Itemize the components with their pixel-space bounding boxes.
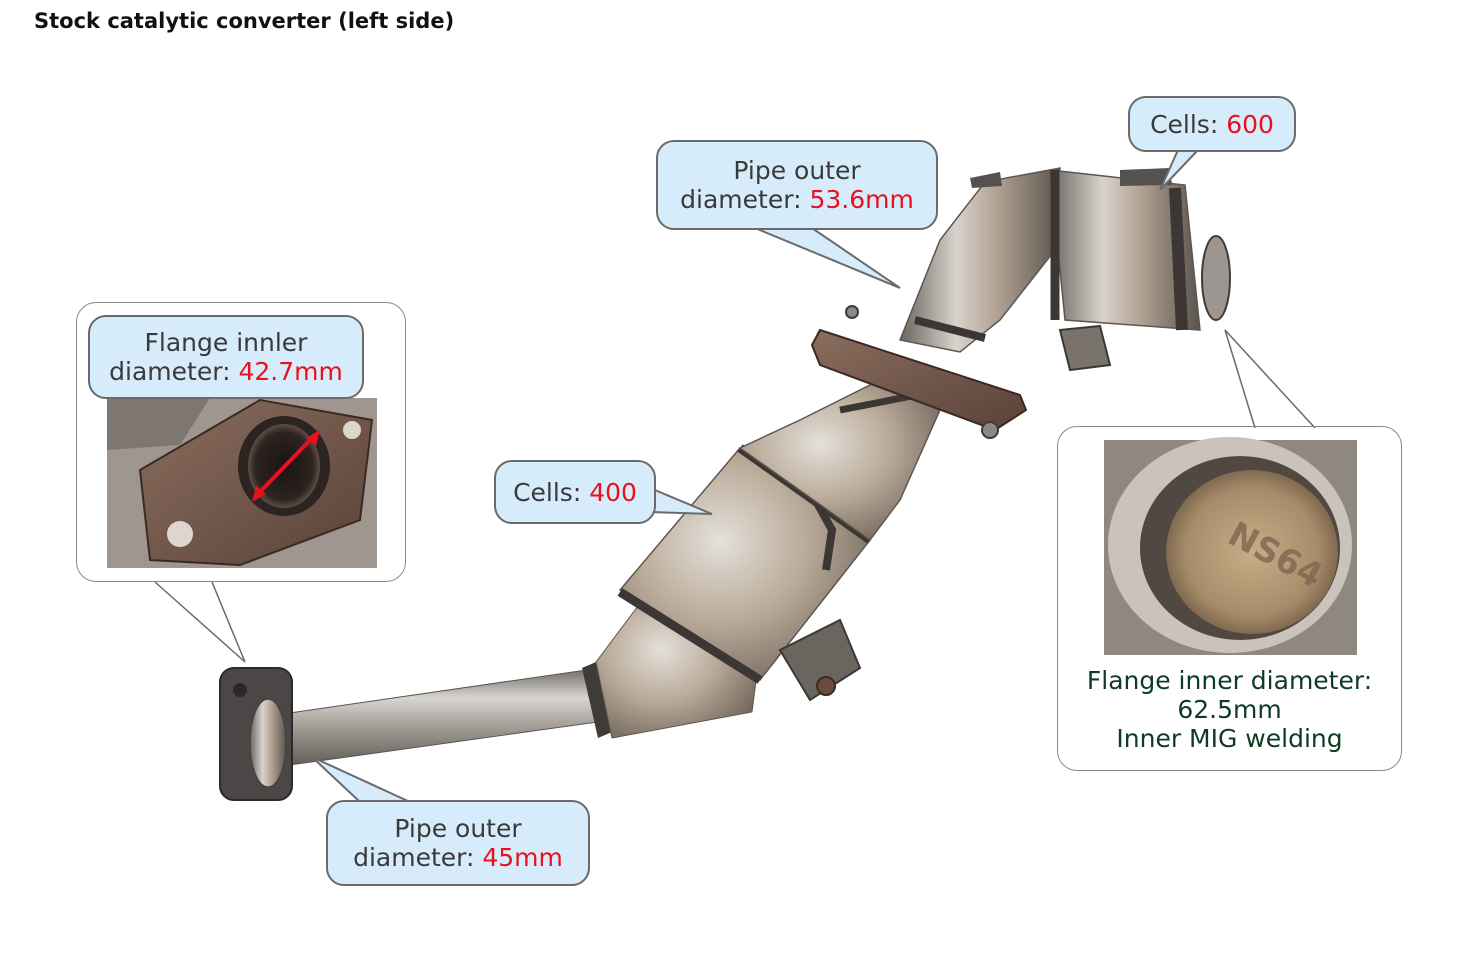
right-detail-caption: Flange inner diameter: 62.5mm Inner MIG … xyxy=(1057,666,1402,753)
upper-catalyst-body xyxy=(970,168,1231,372)
callout-label-line-2: diameter: xyxy=(109,357,239,386)
lower-inlet-flange xyxy=(219,667,293,801)
page-title: Stock catalytic converter (left side) xyxy=(34,9,455,33)
callout-value: 53.6mm xyxy=(809,185,914,214)
callout-cells-600: Cells: 600 xyxy=(1128,96,1296,152)
mid-flange xyxy=(810,305,1028,439)
callout-label-line-2: diameter: xyxy=(353,843,483,872)
caption-line-3: Inner MIG welding xyxy=(1116,724,1343,753)
callout-label-line-1: Pipe outer xyxy=(394,814,522,843)
caption-line-2: 62.5mm xyxy=(1177,695,1282,724)
callout-label: Cells: xyxy=(1150,109,1227,139)
right-detail-frame xyxy=(1057,426,1402,771)
callout-value: 42.7mm xyxy=(238,357,343,386)
callout-flange-inner-left: Flange innler diameter: 42.7mm xyxy=(88,315,364,399)
callout-label: Cells: xyxy=(513,477,590,507)
right-flange-detail-photo: NS64 xyxy=(1104,437,1357,655)
left-flange-detail-photo xyxy=(107,398,377,568)
callout-label-line-1: Flange innler xyxy=(144,328,308,357)
callout-cells-400: Cells: 400 xyxy=(494,460,656,524)
callout-value: 400 xyxy=(589,477,637,507)
callout-value: 45mm xyxy=(482,843,563,872)
caption-line-1: Flange inner diameter: xyxy=(1086,666,1373,695)
callout-value: 600 xyxy=(1226,109,1274,139)
callout-pipe-outer-lower: Pipe outer diameter: 45mm xyxy=(326,800,590,886)
callout-label-line-1: Pipe outer xyxy=(733,156,861,185)
callout-pipe-outer-upper: Pipe outer diameter: 53.6mm xyxy=(656,140,938,230)
callout-label-line-2: diameter: xyxy=(680,185,810,214)
left-detail-frame xyxy=(76,302,406,582)
